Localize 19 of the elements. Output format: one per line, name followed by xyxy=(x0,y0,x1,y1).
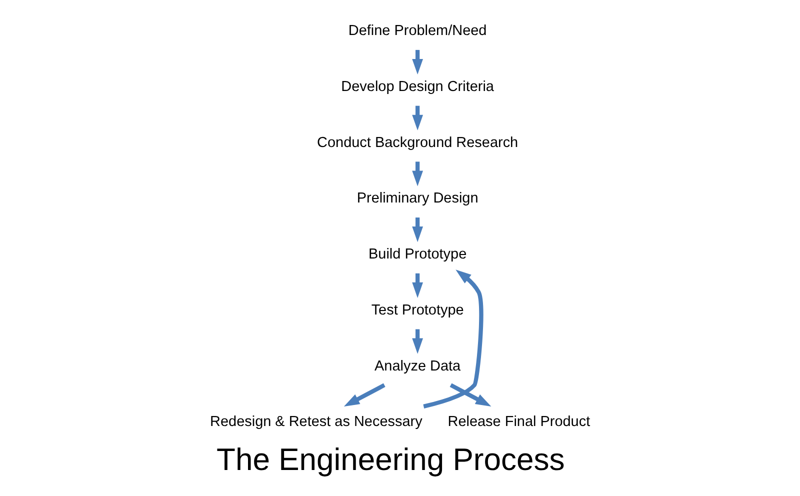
node-text: Test Prototype xyxy=(370,302,464,318)
arrow xyxy=(412,162,423,186)
node-text: Define Problem/Need xyxy=(348,23,486,40)
arrow xyxy=(412,50,423,75)
arrow xyxy=(412,218,423,242)
arrow xyxy=(412,273,423,298)
arrow xyxy=(412,329,423,354)
node-text: Build Prototype xyxy=(368,246,466,263)
arrow xyxy=(422,270,483,408)
node-text: Release Final Product xyxy=(447,414,590,430)
node-text: Conduct Background Research xyxy=(316,134,518,151)
diagram-title: The Engineering Process xyxy=(216,442,564,477)
arrow xyxy=(449,383,491,407)
arrow xyxy=(412,106,423,130)
node-text: Develop Design Criteria xyxy=(340,78,494,95)
arrow xyxy=(343,383,385,407)
node-text: Redesign & Retest as Necessary xyxy=(210,414,422,430)
node-text: Preliminary Design xyxy=(356,190,478,207)
node-text: Analyze Data xyxy=(374,358,460,374)
